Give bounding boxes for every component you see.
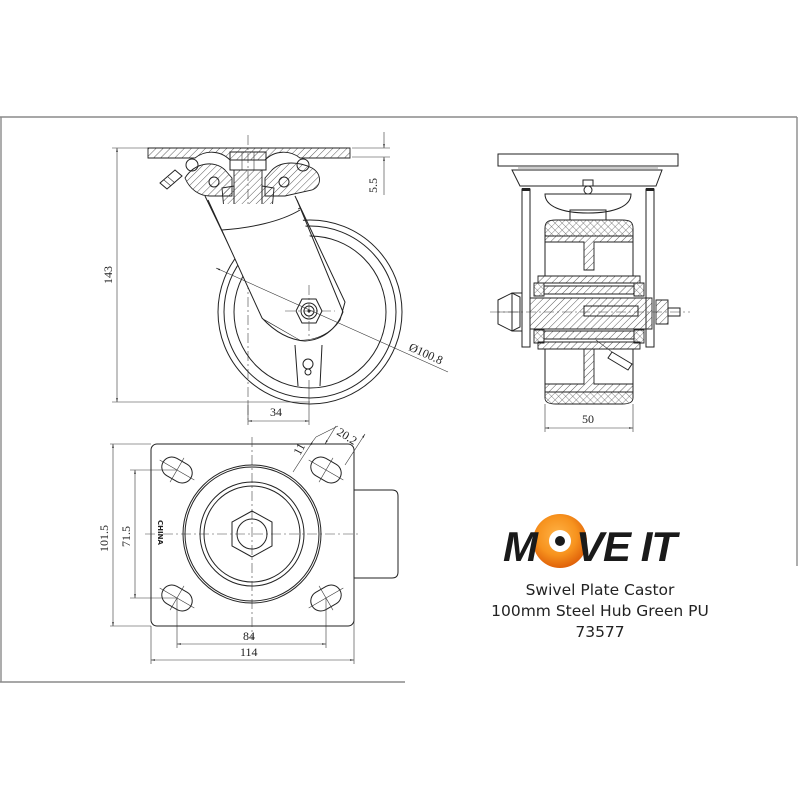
dim-bolt-spacing-x: 84 [243,629,255,643]
logo-dot [555,536,565,546]
dim-wheel-width: 50 [582,412,594,426]
front-view: 50 [490,153,690,432]
brand-logo: M VE IT [503,514,681,570]
side-view: Ø100.8 143 5.5 34 [101,132,449,425]
product-code: 73577 [575,623,625,641]
dim-plate-length: 101.5 [97,525,111,552]
dim-plate-thickness: 5.5 [366,178,380,193]
product-title: Swivel Plate Castor [525,581,675,599]
mounting-slots [159,456,344,612]
product-subtitle: 100mm Steel Hub Green PU [491,602,709,620]
logo-text-right: VE IT [576,523,680,570]
drawing-frame [0,116,798,683]
top-view: CHINA 101.5 71.5 84 114 11 20.2 [97,425,399,664]
dim-slot-width: 11 [290,441,308,458]
dim-swivel-offset: 34 [270,405,282,419]
stamp-text: CHINA [156,520,164,545]
dim-wheel-diameter: Ø100.8 [407,340,445,367]
logo-text-left: M [503,523,539,570]
dim-overall-height: 143 [101,266,115,284]
grease-nipple [159,169,183,190]
dim-plate-width: 114 [240,645,258,659]
dim-bolt-spacing-y: 71.5 [119,526,133,547]
